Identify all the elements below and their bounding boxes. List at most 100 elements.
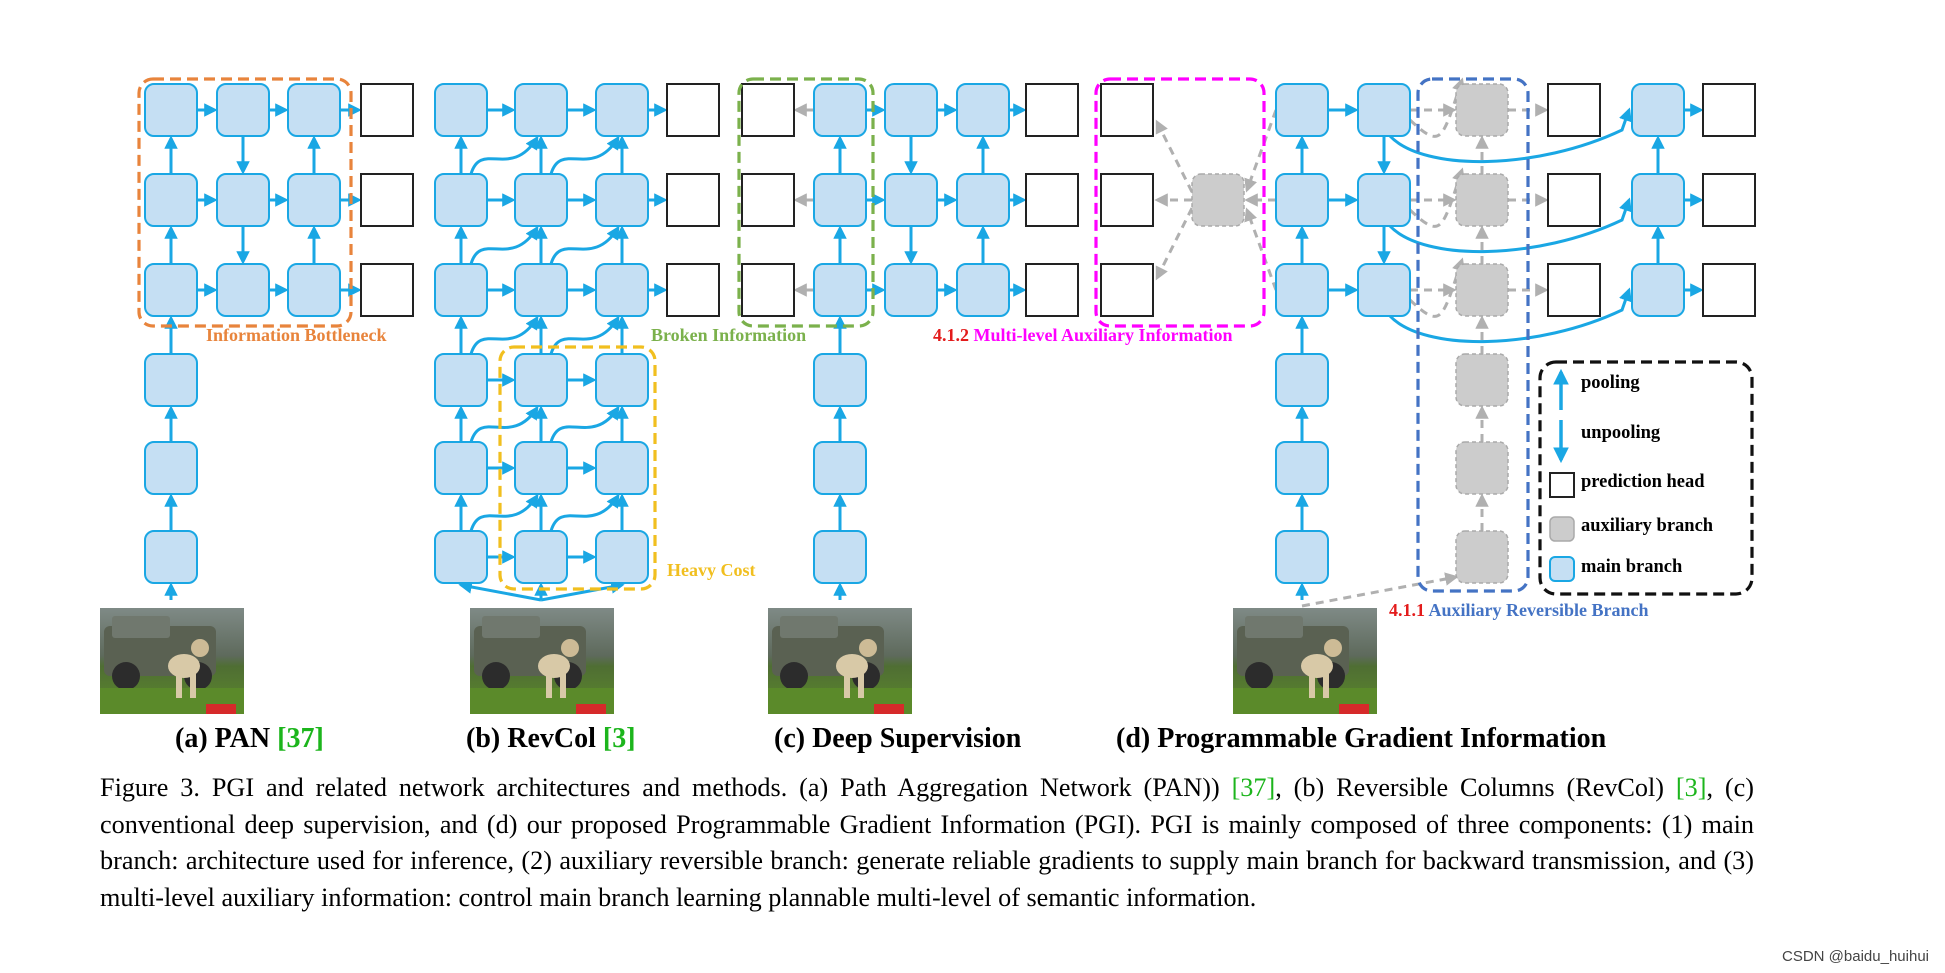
input-image-d bbox=[1233, 608, 1377, 714]
legend-prediction-head: prediction head bbox=[1581, 472, 1705, 492]
main-branch-block bbox=[1275, 173, 1329, 227]
column-curve bbox=[469, 135, 539, 175]
legend-auxiliary-branch: auxiliary branch bbox=[1581, 516, 1714, 536]
subfigure-title-a: (a) PAN [37] bbox=[175, 723, 324, 755]
information-bottleneck-frame bbox=[137, 77, 353, 328]
label-multilevel-auxiliary: 4.1.2 Multi-level Auxiliary Information bbox=[933, 325, 1232, 346]
main-branch-block bbox=[434, 83, 488, 137]
main-branch-block bbox=[434, 530, 488, 584]
input-image-a bbox=[100, 608, 244, 714]
auxiliary-branch-block bbox=[1455, 353, 1509, 407]
main-branch-block bbox=[595, 353, 649, 407]
subfigure-b-text: (b) RevCol bbox=[466, 723, 596, 754]
label-auxiliary-reversible-branch: 4.1.1 Auxiliary Reversible Branch bbox=[1389, 600, 1649, 621]
multilevel-output-arrow bbox=[1155, 119, 1194, 193]
prediction-head bbox=[666, 173, 720, 227]
main-branch-block bbox=[595, 530, 649, 584]
main-branch-block bbox=[884, 173, 938, 227]
main-branch-block bbox=[287, 173, 341, 227]
legend-main-branch: main branch bbox=[1581, 557, 1683, 577]
section-number-412: 4.1.2 bbox=[933, 325, 969, 345]
main-branch-block bbox=[813, 353, 867, 407]
input-fan-arrow bbox=[540, 580, 625, 602]
subfigure-title-c: (c) Deep Supervision bbox=[774, 723, 1022, 754]
main-branch-block bbox=[595, 83, 649, 137]
main-branch-block bbox=[287, 263, 341, 317]
figure-caption: Figure 3. PGI and related network archit… bbox=[100, 770, 1754, 916]
main-branch-block bbox=[1357, 173, 1411, 227]
subfigure-a-cite[interactable]: [37] bbox=[277, 723, 324, 754]
prediction-head bbox=[1025, 173, 1079, 227]
prediction-head bbox=[360, 263, 414, 317]
multilevel-auxiliary-frame bbox=[1094, 77, 1266, 328]
main-branch-block bbox=[956, 173, 1010, 227]
prediction-head bbox=[1547, 173, 1601, 227]
multilevel-input-arrow bbox=[1244, 207, 1278, 291]
prediction-head bbox=[1702, 263, 1756, 317]
multilevel-input-arrow bbox=[1244, 109, 1278, 193]
main-branch-block bbox=[1357, 263, 1411, 317]
subfigure-title-b: (b) RevCol [3] bbox=[466, 723, 636, 755]
auxiliary-reversible-branch-frame bbox=[1416, 77, 1530, 593]
column-curve bbox=[549, 225, 620, 265]
legend-pooling: pooling bbox=[1581, 373, 1640, 393]
reversible-to-main-curve bbox=[1388, 197, 1632, 254]
label-broken-information: Broken Information bbox=[651, 325, 807, 345]
caption-cite-37[interactable]: [37] bbox=[1231, 773, 1276, 802]
caption-part-1: Figure 3. PGI and related network archit… bbox=[100, 773, 1232, 802]
legend-main-branch-icon bbox=[1549, 556, 1575, 582]
main-branch-block bbox=[434, 441, 488, 495]
multilevel-output-arrow bbox=[1155, 207, 1194, 281]
main-branch-block bbox=[956, 83, 1010, 137]
multilevel-prediction-head bbox=[1100, 173, 1154, 227]
auxiliary-branch-block bbox=[1455, 173, 1509, 227]
prediction-head bbox=[666, 83, 720, 137]
prediction-head bbox=[360, 83, 414, 137]
column-curve bbox=[469, 493, 539, 532]
watermark: CSDN @baidu_huihui bbox=[1782, 948, 1929, 965]
input-image-c bbox=[768, 608, 912, 714]
main-branch-block bbox=[595, 263, 649, 317]
auxiliary-branch-block bbox=[1455, 530, 1509, 584]
multilevel-text: Multi-level Auxiliary Information bbox=[973, 325, 1233, 345]
prediction-head bbox=[1702, 83, 1756, 137]
prediction-head bbox=[1025, 83, 1079, 137]
prediction-head bbox=[1025, 263, 1079, 317]
main-branch-block bbox=[813, 441, 867, 495]
prediction-head bbox=[741, 83, 795, 137]
main-branch-block bbox=[434, 263, 488, 317]
legend-unpooling: unpooling bbox=[1581, 423, 1661, 443]
main-branch-block bbox=[144, 441, 198, 495]
prediction-head bbox=[741, 263, 795, 317]
main-branch-block bbox=[595, 173, 649, 227]
broken-information-frame bbox=[737, 77, 875, 328]
label-information-bottleneck: Information Bottleneck bbox=[206, 325, 387, 345]
caption-cite-3[interactable]: [3] bbox=[1675, 773, 1707, 802]
main-branch-block bbox=[1631, 173, 1685, 227]
auxiliary-branch-block bbox=[1455, 441, 1509, 495]
main-branch-block bbox=[956, 263, 1010, 317]
column-curve bbox=[549, 405, 620, 443]
legend-auxiliary-branch-icon bbox=[1549, 516, 1575, 542]
main-branch-block bbox=[813, 173, 867, 227]
legend-frame bbox=[1538, 360, 1754, 596]
auxiliary-branch-block bbox=[1455, 83, 1509, 137]
main-branch-block bbox=[813, 530, 867, 584]
column-curve bbox=[469, 315, 539, 355]
main-branch-block bbox=[514, 353, 568, 407]
heavy-cost-frame bbox=[498, 345, 657, 591]
column-curve bbox=[469, 225, 539, 265]
main-branch-block bbox=[216, 83, 270, 137]
main-branch-block bbox=[514, 83, 568, 137]
main-branch-block bbox=[144, 530, 198, 584]
prediction-head bbox=[1702, 173, 1756, 227]
main-branch-block bbox=[1275, 530, 1329, 584]
section-number-411: 4.1.1 bbox=[1389, 600, 1425, 620]
main-branch-block bbox=[144, 353, 198, 407]
prediction-head bbox=[1547, 263, 1601, 317]
subfigure-b-cite[interactable]: [3] bbox=[602, 723, 636, 754]
legend-prediction-head-icon bbox=[1549, 472, 1575, 498]
main-branch-block bbox=[514, 530, 568, 584]
prediction-head bbox=[360, 173, 414, 227]
input-image-b bbox=[470, 608, 614, 714]
